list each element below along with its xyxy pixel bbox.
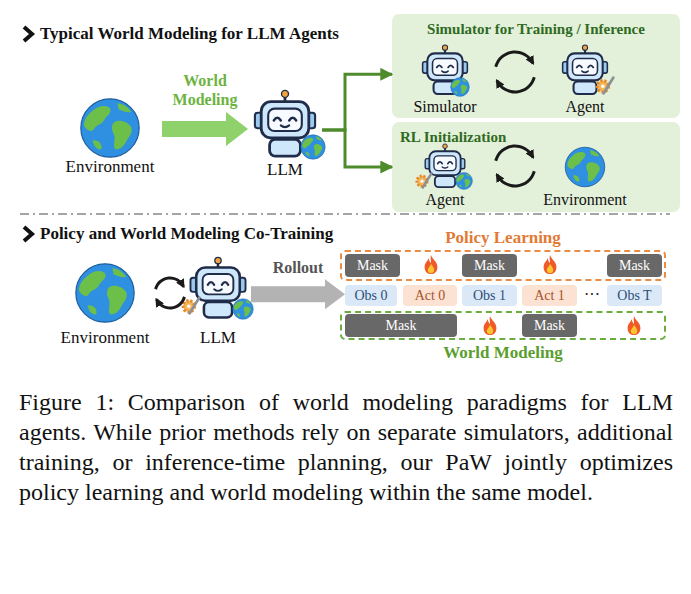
llm-node: LLM <box>248 88 322 180</box>
fire-icon <box>628 316 641 335</box>
environment-node: Environment <box>55 258 155 348</box>
cycle-arc <box>496 146 533 161</box>
block-arrow <box>251 279 345 309</box>
globe-icon <box>76 264 134 322</box>
block-arrow <box>162 112 248 146</box>
globe-badge <box>451 78 470 97</box>
environment-node: Environment <box>535 142 635 210</box>
mask-token: Mask <box>607 254 662 277</box>
node-label: Agent <box>565 97 604 117</box>
mask-token: Mask <box>462 254 517 277</box>
agent-node: Agent <box>395 142 495 210</box>
world-modeling-box: World ModelingMaskMask <box>340 311 666 340</box>
observation-token: Obs 0 <box>345 285 397 306</box>
rl-init-panel: RL InitializationAgent Environment <box>392 122 680 212</box>
node-label: Mask <box>534 318 565 334</box>
rollout-arrow <box>251 279 345 309</box>
figure-caption: Figure 1: Comparison of world modeling p… <box>19 387 673 507</box>
node-label: Environment <box>61 328 150 348</box>
robot-icon <box>255 90 315 156</box>
agent-node: Agent <box>535 42 635 117</box>
robot-icon <box>425 144 465 187</box>
cycle-arc <box>156 297 184 308</box>
simulator-panel: Simulator for Training / InferenceSimula… <box>392 14 680 118</box>
edge-label: World Modeling <box>160 71 250 109</box>
edge-label: Rollout <box>253 258 343 277</box>
node-label: Obs 1 <box>473 288 506 304</box>
cycle-arc <box>496 52 533 67</box>
globe-badge <box>456 173 473 190</box>
observation-token: Obs 1 <box>462 285 517 306</box>
cycle-arc <box>497 171 534 186</box>
node-label: Mask <box>357 258 388 274</box>
section-heading: Typical World Modeling for LLM Agents <box>40 24 339 44</box>
action-token: Act 1 <box>522 285 577 306</box>
world-modeling-arrow <box>162 112 248 146</box>
node-label: LLM <box>200 328 236 348</box>
node-label: World Modeling <box>340 343 666 363</box>
node-label: Environment <box>543 190 627 210</box>
node-label: Mask <box>474 258 505 274</box>
node-label: RL Initialization <box>392 122 680 146</box>
mask-token: Mask <box>522 314 577 337</box>
simulator-node: Simulator <box>395 42 495 117</box>
policy-learning-box: Policy LearningMaskMaskMask <box>340 250 666 281</box>
node-label: Simulator <box>413 97 476 117</box>
ellipsis-mark: ··· <box>578 285 606 305</box>
node-label: Act 1 <box>534 288 565 304</box>
observation-token: Obs T <box>607 285 662 306</box>
cycle-arrows <box>496 52 535 92</box>
chevron-marker <box>24 227 32 241</box>
action-token: Act 0 <box>403 285 457 306</box>
section-heading: Policy and World Modeling Co-Training <box>40 224 333 244</box>
branch-arrow <box>322 130 392 167</box>
mask-token: Mask <box>345 314 457 337</box>
cycle-arrows <box>496 146 535 186</box>
node-label: Policy Learning <box>340 228 666 248</box>
node-label: Environment <box>66 157 155 177</box>
node-label: Mask <box>619 258 650 274</box>
globe-badge <box>233 299 254 320</box>
cycle-arrows <box>156 278 185 308</box>
robot-icon <box>423 45 468 94</box>
node-label: Obs 0 <box>354 288 387 304</box>
tool-badge <box>183 298 199 314</box>
environment-node: Environment <box>58 95 162 177</box>
tool-badge <box>417 173 432 187</box>
branch-arrow <box>322 74 392 130</box>
globe-icon <box>81 99 139 157</box>
connector-line <box>322 130 392 167</box>
node-label: Act 0 <box>415 288 446 304</box>
llm-node: LLM <box>185 255 251 348</box>
fire-icon <box>544 255 557 274</box>
node-label: Mask <box>385 318 416 334</box>
chevron-marker <box>24 27 32 41</box>
connector-line <box>322 74 392 130</box>
fire-icon <box>425 255 438 274</box>
separator-line <box>20 213 670 215</box>
node-label: Agent <box>425 190 464 210</box>
globe-badge <box>301 135 325 159</box>
node-label: Obs T <box>617 288 651 304</box>
robot-icon <box>563 45 608 94</box>
node-label: LLM <box>267 160 303 180</box>
globe-icon <box>565 147 604 186</box>
tool-badge <box>597 78 613 94</box>
mask-token: Mask <box>345 254 400 277</box>
cycle-arc <box>497 77 534 92</box>
fire-icon <box>484 316 497 335</box>
node-label: Simulator for Training / Inference <box>392 14 680 38</box>
robot-icon <box>190 257 245 317</box>
cycle-arc <box>156 278 184 289</box>
